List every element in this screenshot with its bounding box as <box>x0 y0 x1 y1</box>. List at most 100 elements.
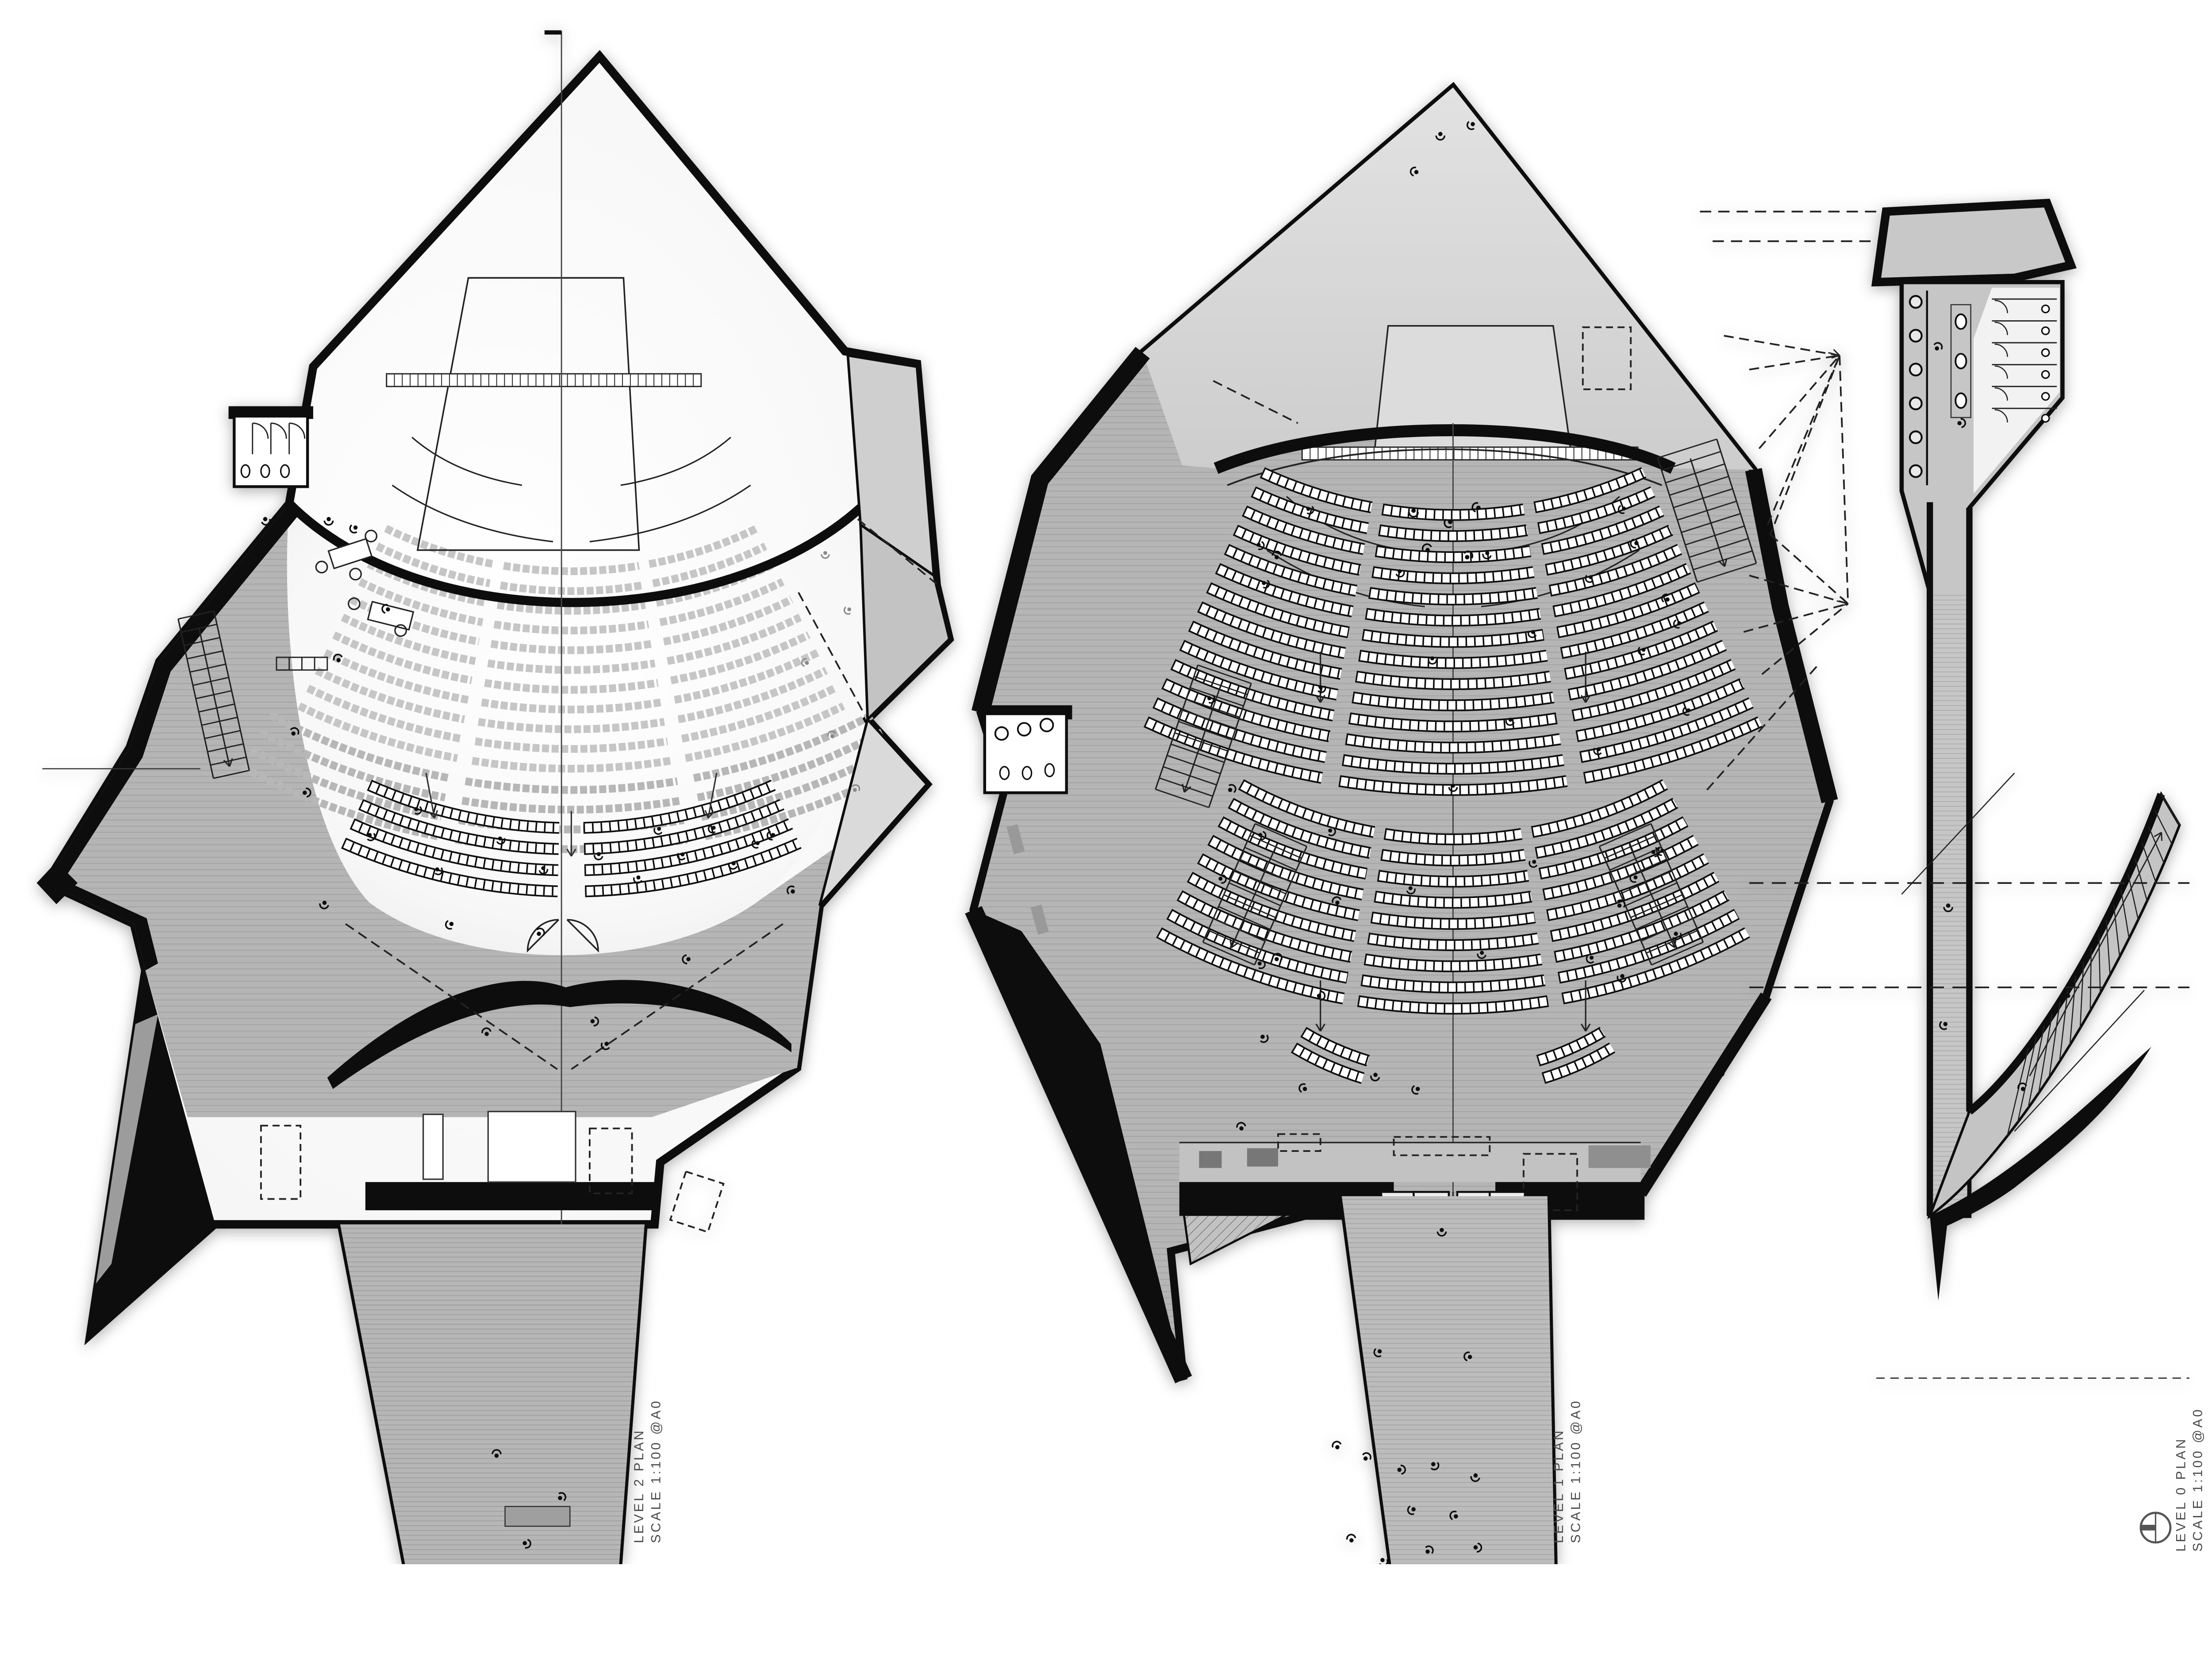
door-leaf-icon <box>1994 322 2008 335</box>
seat-row <box>1198 855 1709 929</box>
person-head <box>386 607 390 612</box>
person-icon <box>1933 342 1943 351</box>
catwalk-ribbon <box>386 373 702 388</box>
person-head <box>1465 555 1470 560</box>
person-head <box>1473 1545 1478 1550</box>
person-head <box>1262 581 1266 585</box>
person-head <box>558 1496 562 1500</box>
person-body <box>1661 593 1670 602</box>
arrow-head <box>1831 349 1840 359</box>
person-body <box>1362 1452 1371 1460</box>
person-icon <box>1332 896 1342 905</box>
arrow-head <box>1229 939 1239 948</box>
person-head <box>2020 1086 2025 1091</box>
person-body <box>1306 506 1314 515</box>
roof-facet <box>818 717 929 907</box>
plan-sheet: LEVEL 2 PLAN SCALE 1:100 @A0 LEVEL 1 PLA… <box>36 30 2205 1565</box>
line <box>2079 962 2084 1028</box>
person-icon <box>1463 550 1474 560</box>
seat-row <box>367 781 776 833</box>
chair <box>394 624 407 637</box>
sink-icon <box>1039 717 1054 733</box>
seat-row-faint <box>384 525 759 576</box>
level-0-partial-plan <box>1749 199 2189 1379</box>
person-head <box>1651 850 1656 854</box>
door-leaf-icon <box>1994 387 2008 401</box>
person-icon <box>1407 1505 1416 1515</box>
person-icon <box>445 920 454 930</box>
person-icon <box>1425 1545 1434 1554</box>
person-head <box>326 517 331 522</box>
projection-dashed-line <box>1724 335 1840 357</box>
person-head <box>1380 1558 1385 1562</box>
person-head <box>853 788 857 792</box>
seat-row-separators <box>1167 910 1739 992</box>
projection-dashed-line <box>1767 355 1840 525</box>
person-head <box>1485 551 1490 556</box>
person-body <box>1656 846 1663 856</box>
seat-row-faint <box>358 578 785 635</box>
seat-row-separators <box>1171 660 1735 731</box>
person-head <box>1677 621 1682 625</box>
person-body <box>1208 694 1216 704</box>
northwest-shell-wall <box>972 347 1150 715</box>
person-body <box>1407 1505 1414 1515</box>
person-icon <box>1593 747 1602 756</box>
person-body <box>677 852 686 860</box>
person-icon <box>1379 1558 1389 1565</box>
wc-stall-doors <box>252 422 306 454</box>
person-head <box>755 841 760 845</box>
person-icon <box>349 524 358 533</box>
person-head <box>1943 1022 1948 1026</box>
person-icon <box>1673 619 1682 629</box>
person-icon <box>1258 831 1267 840</box>
foyer-floor-texture <box>46 503 927 1117</box>
person-head <box>421 1016 426 1021</box>
toilet-icon <box>1022 766 1033 780</box>
person-icon <box>1298 1083 1307 1093</box>
person-body <box>496 838 506 845</box>
person-head <box>731 861 736 866</box>
level2-plan-scale: SCALE 1:100 @A0 <box>649 1399 663 1543</box>
reference-dashed-lines <box>1749 772 2189 1379</box>
void-above-dashed <box>588 1128 633 1194</box>
line <box>1628 844 1676 948</box>
person-icon <box>1656 846 1664 856</box>
person-body <box>1408 512 1419 518</box>
entrance-canopy <box>1871 199 2077 287</box>
person-body <box>1449 1511 1457 1520</box>
people-layer <box>1207 121 1725 1565</box>
person-head <box>1660 848 1664 853</box>
person-body <box>1421 543 1432 551</box>
person-head <box>541 866 545 871</box>
person-body <box>1463 1351 1470 1362</box>
person-icon <box>290 727 300 736</box>
line <box>1208 683 1252 808</box>
seat-row-separators <box>1177 891 1729 971</box>
person-icon <box>417 1013 426 1022</box>
person-icon <box>1332 1441 1342 1450</box>
person-icon <box>1370 1073 1380 1082</box>
void-above-dashed <box>1522 1153 1578 1211</box>
projection-dashed-line <box>1749 575 1848 605</box>
person-head <box>1411 1507 1416 1512</box>
line <box>1155 665 1199 790</box>
projection-dashed-line <box>1706 662 1820 790</box>
person-body <box>1654 847 1660 857</box>
seat-row-faint <box>323 649 819 714</box>
person-body <box>1617 975 1627 983</box>
lobby-counter <box>1588 1145 1651 1168</box>
person-body <box>261 518 271 526</box>
person-body <box>558 1492 567 1501</box>
door-leaf-icon <box>1994 299 2008 313</box>
person-body <box>1435 135 1446 141</box>
person-head <box>494 1454 499 1458</box>
person-body <box>2062 990 2068 1001</box>
person-body <box>634 989 644 997</box>
person-icon <box>590 1016 599 1027</box>
person-head <box>1363 1456 1368 1461</box>
person-head <box>1335 901 1340 905</box>
person-head <box>1634 541 1639 545</box>
line <box>2135 858 2148 902</box>
toilet-icon <box>240 464 251 478</box>
